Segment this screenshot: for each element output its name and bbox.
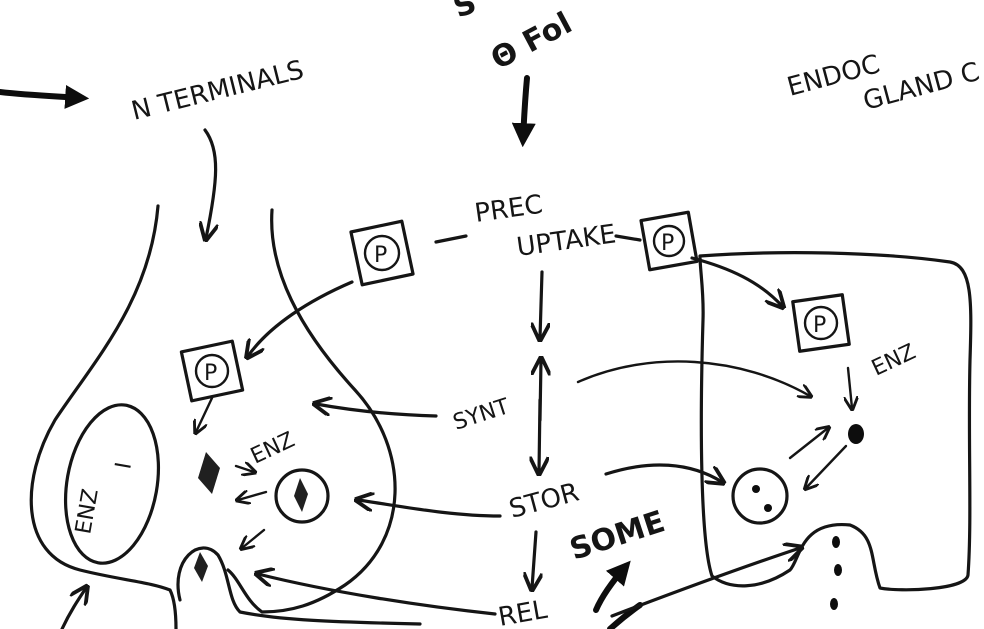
rel-label: REL <box>496 595 550 629</box>
prec-label: PREC <box>473 190 545 229</box>
some-label: SOME <box>566 504 670 567</box>
precursor-symbol: P <box>374 243 387 268</box>
vesicle-to-release-arrow <box>242 530 264 548</box>
enz-gland-label: ENZ <box>868 340 920 382</box>
product-to-vesicle-arrow <box>806 446 846 488</box>
synt-to-gland-arrow <box>578 361 810 396</box>
vesicle-dot <box>752 485 760 493</box>
synt-to-stor-arrow <box>539 400 540 472</box>
product-dot <box>848 424 864 444</box>
some-arrow <box>596 566 626 610</box>
synt-label: SYNT <box>450 394 513 436</box>
precursor-box-terminal: P <box>181 341 242 401</box>
downward-bold-arrow <box>523 78 527 140</box>
gland-storage-vesicle <box>733 469 787 523</box>
precursor-symbol: P <box>813 313 826 338</box>
stor-to-terminal-arrow <box>358 500 500 516</box>
precursor-symbol: P <box>661 231 674 256</box>
terminal-arrow <box>205 130 216 238</box>
secreted-dot <box>830 598 838 610</box>
stored-molecule <box>294 478 308 512</box>
synt-to-terminal-arrow <box>316 404 436 416</box>
secreted-dot <box>832 536 840 548</box>
bottom-left-arrow <box>62 588 86 629</box>
uptake-to-synt-arrow <box>540 272 542 338</box>
enz-vesicle <box>54 397 170 570</box>
precursor-box-left: P <box>351 221 413 285</box>
precursor-box-right: P <box>641 212 697 270</box>
vesicle-to-product-arrow <box>790 428 828 458</box>
top-partial-label: S <box>449 0 481 26</box>
enz-to-molecule-arrow <box>236 466 254 472</box>
enz-vesicle-label-extra: I <box>111 460 137 471</box>
dash-left <box>436 236 466 242</box>
enz-terminal-label: ENZ <box>247 428 299 470</box>
synthesised-molecule <box>198 452 220 494</box>
uptake-label: UPTAKE <box>515 219 618 263</box>
secreted-dot <box>834 564 842 576</box>
release-process <box>178 548 420 624</box>
stor-to-gland-arrow <box>606 465 722 482</box>
p-to-enz-arrow <box>196 398 212 432</box>
precursor-into-gland-arrow <box>692 258 782 306</box>
n-terminals-label: N TERMINALS <box>128 55 306 127</box>
stor-label: STOR <box>506 477 582 524</box>
stor-to-rel-arrow <box>532 532 536 588</box>
molecule-to-vesicle-arrow <box>238 492 266 500</box>
precursor-symbol: P <box>204 361 217 386</box>
left-input-arrow <box>0 92 82 98</box>
nerve-terminal-outline <box>31 206 176 629</box>
rel-to-gland-arrow <box>612 548 800 616</box>
dash-right <box>616 236 640 240</box>
vesicle-dot <box>764 504 772 512</box>
enz-vesicle-label: ENZ <box>71 487 104 536</box>
p-to-product-arrow <box>848 368 852 408</box>
folic-label: Θ Fol <box>485 6 577 77</box>
precursor-box-gland: P <box>793 295 849 351</box>
released-molecule <box>194 552 208 582</box>
